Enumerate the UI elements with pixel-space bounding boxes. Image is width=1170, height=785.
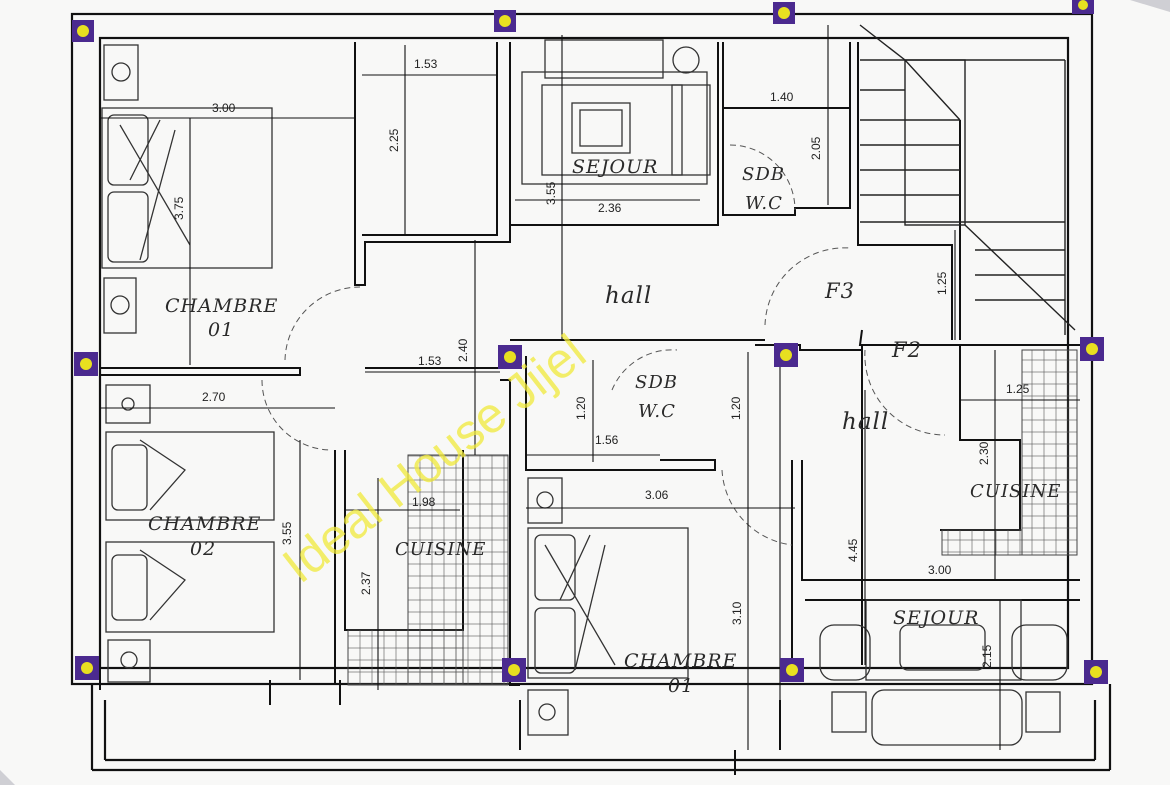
apartment-label-f3: F3 [824, 279, 855, 303]
dimension-label: 1.25 [1006, 382, 1030, 396]
room-number-chambre-02: 02 [190, 538, 216, 560]
kitchen-tiles-right-bottom [941, 529, 1023, 556]
dimension-label: 1.25 [935, 271, 949, 295]
structural-columns [72, 0, 1108, 684]
dimension-label: 1.40 [770, 90, 794, 104]
dimension-label: 2.25 [387, 128, 401, 152]
room-label-hall-right: hall [842, 409, 889, 435]
kitchen-tiles-left-bottom [347, 629, 464, 686]
dimension-label: 3.75 [172, 196, 186, 220]
dimension-label: 1.98 [412, 495, 436, 509]
room-label-sdb-top: SDB [742, 164, 785, 185]
dimension-label: 2.40 [456, 338, 470, 362]
room-label-hall-top: hall [605, 283, 652, 309]
room-label-chambre-02: CHAMBRE [148, 513, 261, 535]
room-label-cuisine-right: CUISINE [970, 481, 1061, 502]
room-sub-label-wc-top: W.C [745, 193, 783, 214]
room-label-sejour-bottom: SEJOUR [893, 607, 979, 629]
sofa-set-sejour-top [521, 39, 711, 185]
kitchen-tiles-right [1021, 349, 1078, 556]
sanitary-fixtures [103, 44, 569, 736]
dimension-lines [100, 25, 1080, 750]
dimension-label: 2.70 [202, 390, 226, 404]
dimension-label: 1.53 [418, 354, 442, 368]
interior-walls [99, 42, 1080, 775]
staircase [859, 24, 1076, 335]
dimension-label: 2.30 [977, 441, 991, 465]
room-number-chambre-01-mid: 01 [668, 675, 694, 697]
dimension-label: 2.05 [809, 136, 823, 160]
room-number-chambre-01-left: 01 [208, 319, 234, 341]
dimension-label: 3.10 [730, 601, 744, 625]
dimension-label: 2.37 [359, 571, 373, 595]
room-label-sejour-top: SEJOUR [572, 156, 658, 178]
room-label-chambre-01-left: CHAMBRE [165, 295, 278, 317]
dimension-label: 2.36 [598, 201, 622, 215]
room-sub-label-wc-mid: W.C [638, 401, 676, 422]
dimension-label: 3.55 [544, 181, 558, 205]
door-swings [261, 144, 946, 546]
room-label-chambre-01-mid: CHAMBRE [624, 650, 737, 672]
apartment-label-f2: F2 [891, 338, 922, 362]
dimension-label: 3.00 [212, 101, 236, 115]
bed-chambre-01-left [101, 107, 273, 269]
dimension-label: 1.56 [595, 433, 619, 447]
room-label-sdb-mid: SDB [635, 372, 678, 393]
dimension-label: 1.20 [729, 396, 743, 420]
bed-chambre-01-mid [527, 527, 689, 679]
dimension-label: 2.15 [980, 644, 994, 668]
beds-chambre-02 [105, 431, 275, 633]
room-label-cuisine-left: CUISINE [395, 539, 486, 560]
dimension-label: 3.06 [645, 488, 669, 502]
dimension-label: 3.55 [280, 521, 294, 545]
dimension-label: 1.20 [574, 396, 588, 420]
dimension-label: 3.00 [928, 563, 952, 577]
sofa-set-sejour-bottom [819, 599, 1068, 746]
dimension-label: 1.53 [414, 57, 438, 71]
dimension-label: 4.45 [846, 538, 860, 562]
